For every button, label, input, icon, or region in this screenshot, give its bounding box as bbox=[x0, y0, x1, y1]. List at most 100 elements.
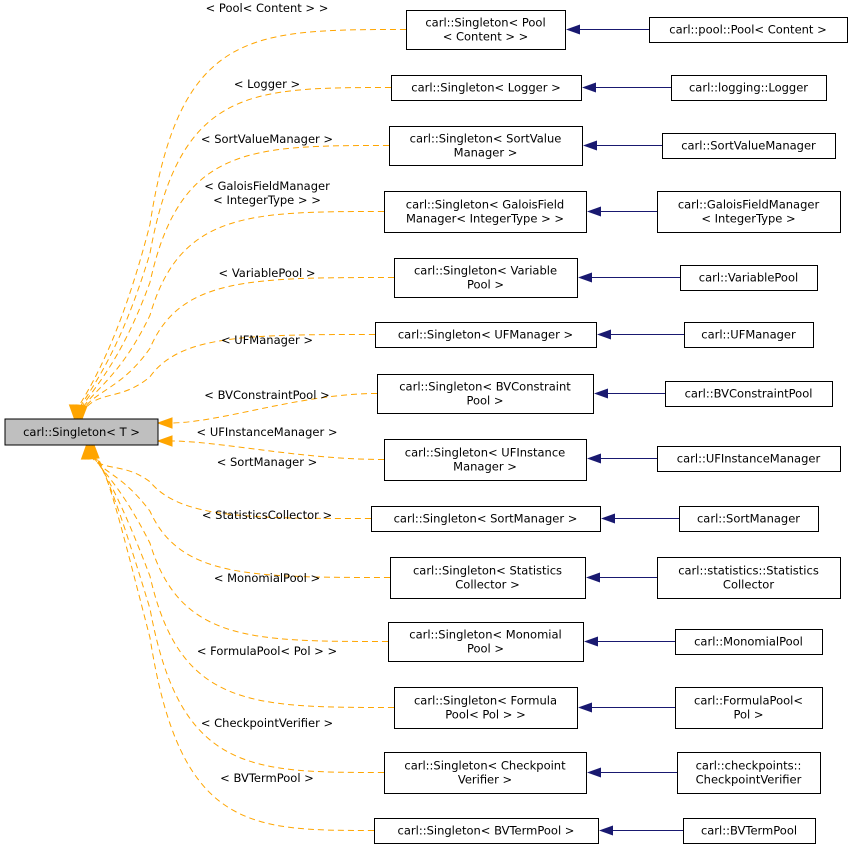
inheritance-edge bbox=[75, 87, 392, 414]
arrowhead-icon bbox=[587, 453, 601, 464]
singleton-node-label: carl::Singleton< Statistics bbox=[413, 564, 562, 578]
singleton-node-label: < Content > > bbox=[443, 30, 529, 44]
inheritance-edge bbox=[92, 450, 385, 773]
arrowhead-icon bbox=[587, 206, 601, 217]
singleton-node[interactable]: carl::Singleton< UFInstanceManager > bbox=[384, 439, 587, 481]
class-node[interactable]: carl::MonomialPool bbox=[675, 629, 823, 655]
class-node-label: carl::UFInstanceManager bbox=[677, 452, 821, 466]
singleton-node-label: carl::Singleton< SortManager > bbox=[394, 512, 578, 526]
singleton-node-label: Manager > bbox=[453, 460, 517, 474]
class-node[interactable]: carl::BVConstraintPool bbox=[665, 381, 833, 407]
class-node[interactable]: carl::logging::Logger bbox=[671, 75, 827, 101]
arrowhead-icon bbox=[594, 388, 608, 399]
class-node-label: Pol > bbox=[733, 708, 763, 722]
singleton-node-label: Collector > bbox=[455, 578, 519, 592]
inheritance-edge bbox=[93, 450, 375, 831]
singleton-node-label: carl::Singleton< Pool bbox=[425, 16, 545, 30]
class-node[interactable]: carl::pool::Pool< Content > bbox=[649, 17, 848, 43]
class-node-label: carl::statistics::Statistics bbox=[678, 564, 819, 578]
singleton-node-label: carl::Singleton< BVTermPool > bbox=[398, 824, 575, 838]
class-node-label: Collector bbox=[723, 578, 774, 592]
template-arg-label: < StatisticsCollector > bbox=[202, 508, 332, 522]
template-arg-label: < SortManager > bbox=[217, 455, 318, 469]
arrowhead-icon bbox=[584, 636, 598, 647]
singleton-node[interactable]: carl::Singleton< GaloisFieldManager< Int… bbox=[384, 191, 587, 233]
class-node-label: carl::GaloisFieldManager bbox=[678, 198, 820, 212]
singleton-node[interactable]: carl::Singleton< SortValueManager > bbox=[389, 126, 583, 166]
class-node[interactable]: carl::VariablePool bbox=[680, 265, 818, 291]
template-arg-label: < GaloisFieldManager bbox=[204, 179, 330, 193]
singleton-node[interactable]: carl::Singleton< CheckpointVerifier > bbox=[384, 752, 587, 794]
class-node-label: carl::checkpoints:: bbox=[696, 759, 802, 773]
singleton-node[interactable]: carl::Singleton< VariablePool > bbox=[394, 258, 578, 298]
arrowhead-icon bbox=[599, 825, 613, 836]
class-node[interactable]: carl::BVTermPool bbox=[683, 818, 816, 844]
class-node-label: carl::UFManager bbox=[701, 328, 796, 342]
singleton-node[interactable]: carl::Singleton< BVTermPool > bbox=[374, 818, 599, 844]
class-node-label: CheckpointVerifier bbox=[696, 773, 802, 787]
class-node-label: carl::logging::Logger bbox=[689, 81, 808, 95]
inheritance-edge bbox=[81, 334, 376, 414]
template-arg-label: < MonomialPool > bbox=[214, 571, 320, 585]
singleton-node-label: carl::Singleton< Monomial bbox=[409, 628, 561, 642]
inheritance-edge bbox=[169, 440, 385, 460]
class-node[interactable]: carl::GaloisFieldManager< IntegerType > bbox=[657, 191, 841, 233]
singleton-node[interactable]: carl::Singleton< StatisticsCollector > bbox=[390, 557, 586, 599]
singleton-node-label: Pool > bbox=[467, 642, 504, 656]
class-node[interactable]: carl::UFInstanceManager bbox=[657, 446, 841, 472]
singleton-node-label: Pool > bbox=[467, 278, 504, 292]
singleton-node[interactable]: carl::Singleton< Pool< Content > > bbox=[406, 10, 566, 50]
arrowhead-icon bbox=[578, 702, 592, 713]
singleton-node-label: carl::Singleton< SortValue bbox=[410, 132, 562, 146]
class-node-label: < IntegerType > bbox=[701, 212, 795, 226]
template-arg-label: < SortValueManager > bbox=[201, 132, 333, 146]
singleton-node[interactable]: carl::Singleton< FormulaPool< Pol > > bbox=[394, 687, 578, 729]
arrowhead-icon bbox=[601, 513, 615, 524]
root-node[interactable]: carl::Singleton< T > bbox=[4, 418, 159, 446]
template-arg-label: < BVConstraintPool > bbox=[204, 388, 329, 402]
singleton-node[interactable]: carl::Singleton< SortManager > bbox=[371, 506, 601, 532]
singleton-node-label: carl::Singleton< Checkpoint bbox=[404, 759, 566, 773]
singleton-node[interactable]: carl::Singleton< BVConstraintPool > bbox=[377, 374, 594, 414]
class-node-label: carl::VariablePool bbox=[699, 271, 798, 285]
class-node-label: carl::SortValueManager bbox=[681, 139, 816, 153]
class-node[interactable]: carl::FormulaPool<Pol > bbox=[675, 687, 823, 729]
template-arg-label: < Pool< Content > > bbox=[206, 1, 329, 15]
singleton-node-label: Pool > bbox=[466, 394, 503, 408]
singleton-node[interactable]: carl::Singleton< Logger > bbox=[391, 75, 582, 101]
singleton-node-label: carl::Singleton< BVConstraint bbox=[399, 380, 571, 394]
singleton-node-label: carl::Singleton< GaloisField bbox=[406, 198, 564, 212]
class-node[interactable]: carl::statistics::StatisticsCollector bbox=[657, 557, 841, 599]
singleton-node-label: carl::Singleton< UFManager > bbox=[398, 328, 573, 342]
singleton-node-label: Manager< IntegerType > > bbox=[406, 212, 564, 226]
class-node[interactable]: carl::SortValueManager bbox=[662, 133, 836, 159]
class-node[interactable]: carl::SortManager bbox=[679, 506, 819, 532]
arrowhead-icon bbox=[578, 272, 592, 283]
arrowhead-icon bbox=[597, 329, 611, 340]
inheritance-edge bbox=[86, 450, 372, 519]
inheritance-edge bbox=[80, 277, 395, 414]
arrowhead-icon bbox=[76, 404, 88, 421]
arrowhead-icon bbox=[566, 24, 580, 35]
class-node[interactable]: carl::UFManager bbox=[684, 322, 814, 348]
singleton-node-label: carl::Singleton< Logger > bbox=[411, 81, 560, 95]
class-node-label: carl::FormulaPool< bbox=[694, 694, 803, 708]
inheritance-edge bbox=[77, 145, 390, 414]
arrowhead-icon bbox=[88, 443, 100, 460]
inheritance-edge bbox=[78, 211, 385, 414]
inheritance-edge bbox=[90, 450, 395, 708]
inheritance-edge bbox=[74, 29, 407, 414]
arrowhead-icon bbox=[582, 82, 596, 93]
template-arg-label: < UFManager > bbox=[221, 333, 313, 347]
singleton-node[interactable]: carl::Singleton< UFManager > bbox=[375, 322, 597, 348]
singleton-node-label: carl::Singleton< UFInstance bbox=[405, 446, 565, 460]
singleton-node[interactable]: carl::Singleton< MonomialPool > bbox=[388, 622, 584, 662]
template-arg-label: < IntegerType > > bbox=[213, 193, 321, 207]
inheritance-edge bbox=[169, 393, 378, 424]
singleton-node-label: carl::Singleton< Formula bbox=[414, 694, 557, 708]
inheritance-edge bbox=[87, 450, 391, 578]
class-node[interactable]: carl::checkpoints::CheckpointVerifier bbox=[677, 752, 821, 794]
class-node-label: carl::MonomialPool bbox=[694, 635, 803, 649]
singleton-node-label: Pool< Pol > > bbox=[445, 708, 525, 722]
